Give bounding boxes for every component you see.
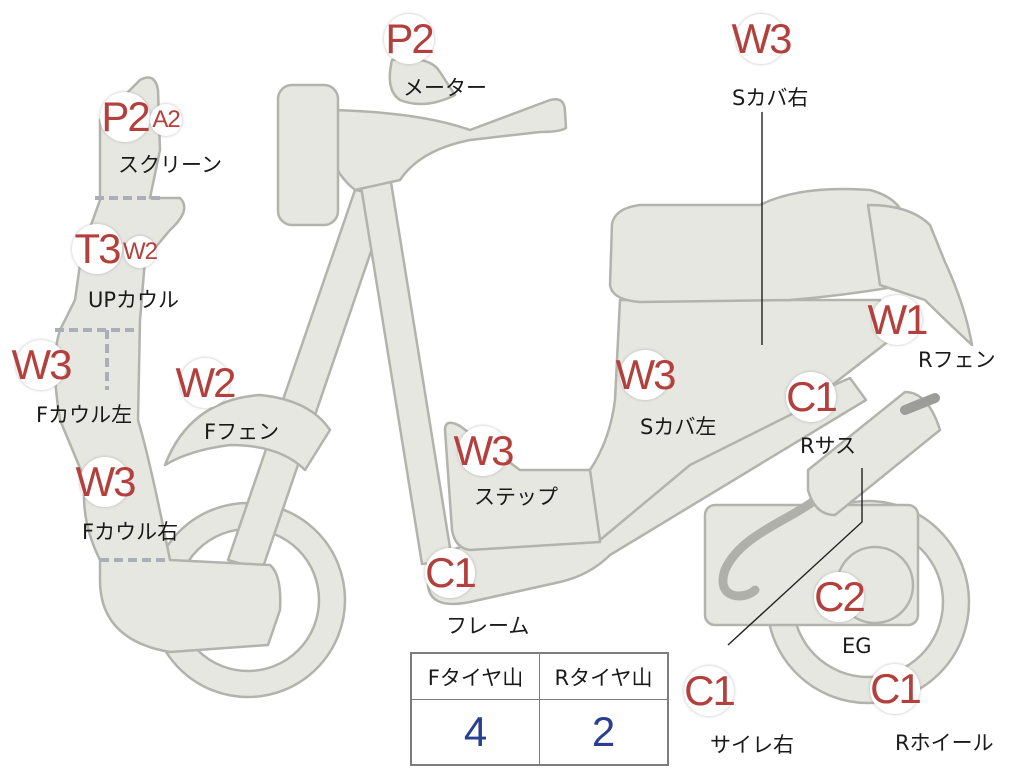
tire-tread-table: Fタイヤ山 Rタイヤ山 4 2 xyxy=(410,652,669,766)
step-label: ステップ xyxy=(474,485,558,509)
muffler-right-leader xyxy=(727,468,863,646)
rear-wheel-label: Rホイール xyxy=(895,731,994,755)
front-fender-label: Fフェン xyxy=(204,420,280,444)
rear-tire-value: 2 xyxy=(539,699,669,766)
screen-label: スクリーン xyxy=(118,153,222,177)
upper-cowl-grade-badge: T3 xyxy=(72,224,122,274)
rear-fender-label: Rフェン xyxy=(918,348,996,372)
front-fender-shape xyxy=(163,393,332,472)
frame-grade-badge: C1 xyxy=(425,548,477,598)
front-cowl-right-grade-badge: W3 xyxy=(75,457,137,507)
rear-suspension-grade-badge: C1 xyxy=(786,372,838,422)
front-cowl-left-grade-badge: W3 xyxy=(11,340,73,390)
handlebar xyxy=(328,98,568,192)
engine-label: EG xyxy=(842,634,872,658)
muffler-pipe xyxy=(718,495,820,601)
engine-grade-badge: C2 xyxy=(814,572,866,622)
seat-cover-right-grade-badge: W3 xyxy=(731,14,793,64)
steering-stem xyxy=(358,174,454,566)
upper-cowl-label: UPカウル xyxy=(88,288,180,312)
upper-cowl-secondary-grade-badge: W2 xyxy=(123,236,158,268)
rear-suspension-shape xyxy=(806,390,942,517)
meter-grade-badge: P2 xyxy=(384,14,435,64)
rear-wheel-grade-badge: C1 xyxy=(870,664,922,714)
front-tire-header: Fタイヤ山 xyxy=(410,652,540,700)
rear-tire-header: Rタイヤ山 xyxy=(539,652,669,700)
screen-grade-badge: P2 xyxy=(100,92,151,142)
front-fender-grade-badge: W2 xyxy=(175,358,237,408)
front-cowl-left-label: Fカウル左 xyxy=(36,403,133,427)
rear-suspension-label: Rサス xyxy=(800,434,857,458)
tire-table-header-row: Fタイヤ山 Rタイヤ山 xyxy=(410,652,669,700)
seat-cover-right-label: Sカバ右 xyxy=(732,86,809,110)
rear-fender-grade-badge: W1 xyxy=(867,295,929,345)
front-fork xyxy=(226,188,392,572)
front-cowl-shape xyxy=(53,76,282,654)
muffler-right-label: サイレ右 xyxy=(710,733,794,757)
seat-cover-left-grade-badge: W3 xyxy=(615,350,677,400)
muffler-right-grade-badge: C1 xyxy=(684,666,736,716)
seat-shape xyxy=(608,187,907,304)
front-tire-value: 4 xyxy=(410,699,540,766)
step-grade-badge: W3 xyxy=(453,426,515,476)
grip xyxy=(276,83,340,227)
meter-label: メーター xyxy=(403,76,487,100)
screen-secondary-grade-badge: A2 xyxy=(150,104,182,136)
rear-fender-shape xyxy=(866,203,974,347)
tire-table-value-row: 4 2 xyxy=(410,699,669,766)
frame-label: フレーム xyxy=(446,614,530,638)
front-cowl-right-label: Fカウル右 xyxy=(82,520,179,544)
rear-shock-bolt xyxy=(900,393,940,415)
seat-cover-left-label: Sカバ左 xyxy=(640,415,717,439)
